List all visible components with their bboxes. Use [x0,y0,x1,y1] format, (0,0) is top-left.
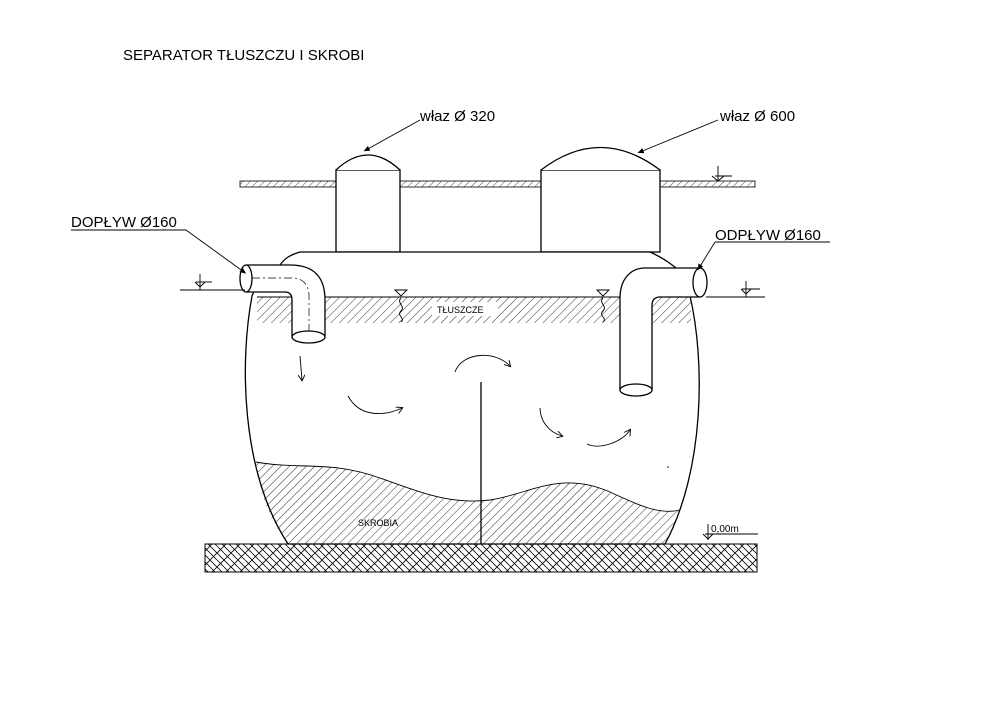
outlet-pipe [619,267,708,397]
leader-outlet [697,241,716,271]
flow-arrows [300,354,630,447]
label-outlet: ODPŁYW Ø160 [715,227,821,244]
ground-level-label: 0,00m [711,524,739,535]
leader-inlet [185,229,247,274]
surface-ground [239,180,756,188]
water-level-mark-left [393,289,409,323]
leader-manhole-small [363,119,421,152]
ground-level-mark [702,524,758,540]
starch-label: SKROBIA [358,518,398,528]
label-manhole-small: właz Ø 320 [419,108,495,125]
surface-level-mark [711,166,732,182]
tank-body [244,251,700,545]
inlet-level-mark [180,274,245,291]
water-level-mark-right [595,289,611,323]
outlet-level-mark [706,281,765,298]
starch-layer [255,461,681,544]
diagram-title: SEPARATOR TŁUSZCZU I SKROBI [123,47,364,64]
foundation-soil [204,543,758,573]
inlet-pipe [239,264,326,344]
leader-manhole-large [637,119,719,154]
fat-label: TŁUSZCZE [437,305,484,315]
label-manhole-large: właz Ø 600 [719,108,795,125]
manhole-large-shaft [540,146,661,253]
manhole-small-shaft [335,154,401,253]
label-inlet: DOPŁYW Ø160 [71,214,177,231]
